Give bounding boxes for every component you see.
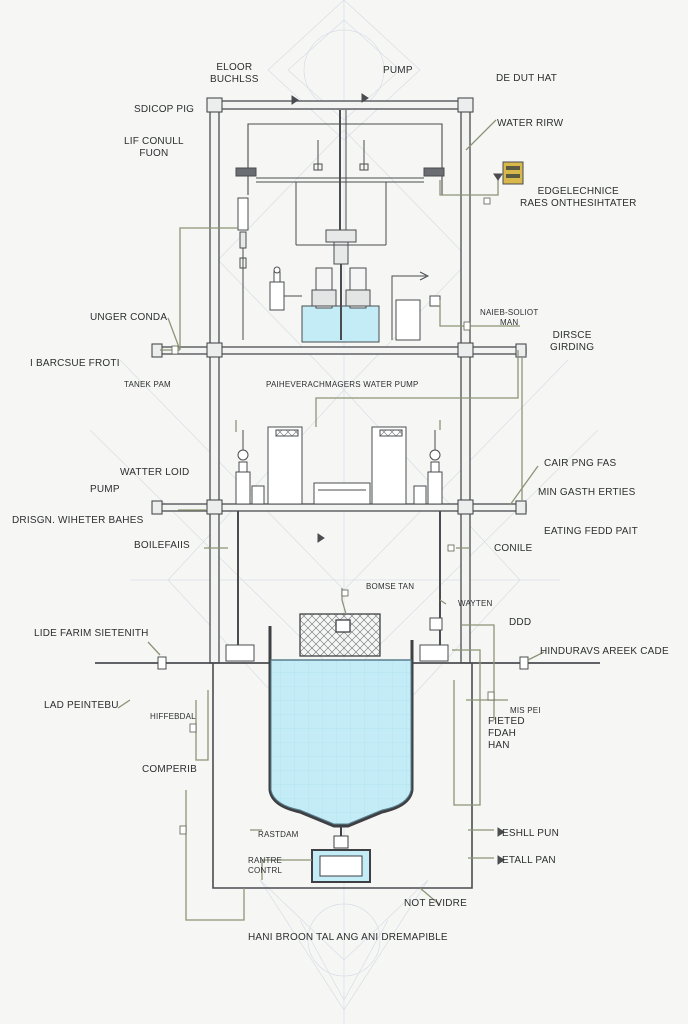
label-tank-pam: TANEK PAM bbox=[124, 380, 171, 389]
label-mis-pei: MIS PEI bbox=[510, 706, 541, 715]
label-center-caption: PAIHEVERACHMAGERS WATER PUMP bbox=[266, 380, 419, 389]
label-eiall-pan: ETALL PAN bbox=[502, 855, 556, 866]
twin-pump-unit bbox=[269, 264, 441, 343]
flow-arrows bbox=[291, 93, 505, 865]
label-sdicop-pig: SDICOP PIG bbox=[134, 104, 195, 115]
label-eshll-pun: ESHLL PUN bbox=[502, 828, 560, 839]
label-hindurays: HINDURAVS AREEK CADE bbox=[540, 646, 669, 657]
label-eating-fedd: EATING FEDD PAIT bbox=[544, 526, 638, 537]
label-wayten: WAYTEN bbox=[458, 599, 493, 608]
label-pump-top: PUMP bbox=[383, 65, 413, 76]
label-de-dut-hat: DE DUT HAT bbox=[496, 73, 558, 84]
ground-fittings bbox=[157, 617, 529, 670]
label-conile: CONILE bbox=[494, 543, 533, 554]
label-boilefans: BOILEFAIIS bbox=[134, 540, 190, 551]
label-design-water: DRISGN. WIHETER BAHES bbox=[12, 515, 144, 526]
footer-caption: HANI BROON TAL ANG ANI DREMAPIBLE bbox=[248, 932, 448, 943]
label-ddd: DDD bbox=[509, 617, 532, 628]
upper-pump-assembly bbox=[235, 140, 445, 340]
label-comperib: COMPERIB bbox=[142, 764, 197, 775]
label-pump-left: PUMP bbox=[90, 484, 120, 495]
label-barcsue-froti: I BARCSUE FROTI bbox=[30, 358, 120, 369]
label-water-lod: WATTER LOID bbox=[120, 467, 190, 478]
label-water-ring: WATER RIRW bbox=[497, 118, 564, 129]
label-min-gasth: MIN GASTH ERTIES bbox=[538, 487, 636, 498]
label-not-evidre: NOT EVIDRE bbox=[404, 898, 467, 909]
filter-screen bbox=[299, 613, 381, 657]
label-lide-farm: LIDE FARIM SIETENITH bbox=[34, 628, 149, 639]
label-bomse-tan: BOMSE TAN bbox=[366, 582, 415, 591]
label-cair-png: CAIR PNG FAS bbox=[544, 458, 617, 469]
label-rastdam: RASTDAM bbox=[258, 830, 299, 839]
control-box-icon bbox=[502, 161, 524, 185]
lower-pump-level bbox=[235, 426, 443, 505]
label-unger-conda: UNGER CONDA bbox=[90, 312, 168, 323]
pipe-fittings bbox=[171, 197, 495, 835]
label-lad-pentebu: LAD PEINTEBU bbox=[44, 700, 119, 711]
water-tank bbox=[268, 626, 414, 883]
label-hiffebdal: HIFFEBDAL bbox=[150, 712, 196, 721]
